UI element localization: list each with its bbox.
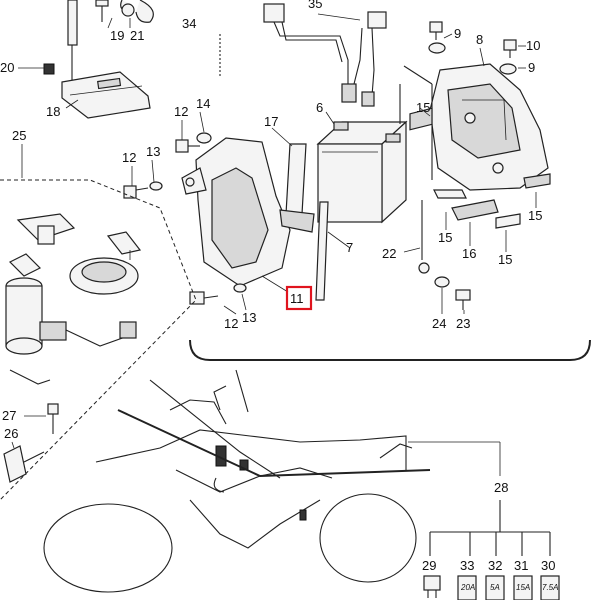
callout-10[interactable]: 10 [526, 38, 540, 53]
callout-21[interactable]: 21 [130, 28, 144, 43]
callout-23[interactable]: 23 [456, 316, 470, 331]
section-bracket [189, 339, 591, 361]
part-bolts-9-10[interactable] [428, 21, 526, 75]
callout-35[interactable]: 35 [308, 0, 322, 11]
callout-32[interactable]: 32 [488, 558, 502, 573]
callout-26[interactable]: 26 [4, 426, 18, 441]
callout-34[interactable]: 34 [182, 16, 196, 31]
callout-20[interactable]: 20 [0, 60, 14, 75]
part-fuse-33[interactable]: 20A [457, 575, 477, 600]
part-relay-29[interactable] [423, 575, 441, 598]
inset-panel-25 [0, 144, 197, 501]
part-case-8[interactable] [429, 47, 549, 191]
callout-15-low[interactable]: 15 [498, 252, 512, 267]
part-bracket-18-group[interactable] [18, 0, 151, 119]
callout-12-mid[interactable]: 12 [122, 150, 136, 165]
callout-31[interactable]: 31 [514, 558, 528, 573]
fuse-rating-7-5a: 7.5A [542, 583, 558, 592]
part-vent-tube-7[interactable] [315, 201, 351, 301]
callout-30[interactable]: 30 [541, 558, 555, 573]
callout-9-right[interactable]: 9 [528, 60, 535, 75]
callout-15-mid[interactable]: 15 [438, 230, 452, 245]
part-fuse-31[interactable]: 15A [513, 575, 533, 600]
part-key-26[interactable] [3, 441, 45, 483]
callout-11[interactable]: 11 [290, 291, 304, 306]
fuse-rating-20a: 20A [460, 583, 475, 592]
callout-labels: 19 21 34 35 20 18 9 8 10 9 12 14 17 6 15… [0, 0, 555, 573]
part-bolt-23-washer-24[interactable] [434, 276, 471, 314]
fuse-rating-15a: 15A [516, 583, 530, 592]
callout-17[interactable]: 17 [264, 114, 278, 129]
callout-13-low[interactable]: 13 [242, 310, 256, 325]
fuse-bracket-28 [408, 441, 551, 556]
part-probe-wire [399, 65, 433, 180]
callout-13-mid[interactable]: 13 [146, 144, 160, 159]
part-harness-35[interactable] [263, 3, 387, 107]
part-pads-15-16[interactable] [409, 107, 551, 252]
part-bolts-19-21[interactable] [95, 0, 154, 29]
fuse-rating-5a: 5A [490, 583, 500, 592]
callout-9-top[interactable]: 9 [454, 26, 461, 41]
callout-14[interactable]: 14 [196, 96, 210, 111]
callout-15-top[interactable]: 15 [416, 100, 430, 115]
callout-6[interactable]: 6 [316, 100, 323, 115]
callout-28[interactable]: 28 [494, 480, 508, 495]
callout-24[interactable]: 24 [432, 316, 446, 331]
callout-19[interactable]: 19 [110, 28, 124, 43]
part-ignition-switch-25[interactable] [5, 213, 142, 385]
part-cable-22[interactable] [403, 200, 430, 274]
callout-29[interactable]: 29 [422, 558, 436, 573]
callout-22[interactable]: 22 [382, 246, 396, 261]
part-fuse-30[interactable]: 7.5A [540, 575, 560, 600]
part-fuse-32[interactable]: 5A [485, 575, 505, 600]
highlight-box-11 [285, 285, 313, 311]
callout-25[interactable]: 25 [12, 128, 26, 143]
callout-27[interactable]: 27 [2, 408, 16, 423]
callout-8[interactable]: 8 [476, 32, 483, 47]
callout-16[interactable]: 16 [462, 246, 476, 261]
callout-15-right[interactable]: 15 [528, 208, 542, 223]
part-holder-11[interactable] [181, 137, 291, 293]
callout-18[interactable]: 18 [46, 104, 60, 119]
callout-12-top[interactable]: 12 [174, 104, 188, 119]
part-bolt-27[interactable] [24, 403, 59, 434]
callout-7[interactable]: 7 [346, 240, 353, 255]
part-battery-6[interactable] [316, 111, 408, 224]
motorcycle-outline [43, 369, 431, 593]
part-strap-17[interactable] [271, 127, 315, 233]
part-bolts-12-13-14[interactable] [123, 111, 247, 315]
callout-33[interactable]: 33 [460, 558, 474, 573]
callout-12-low[interactable]: 12 [224, 316, 238, 331]
